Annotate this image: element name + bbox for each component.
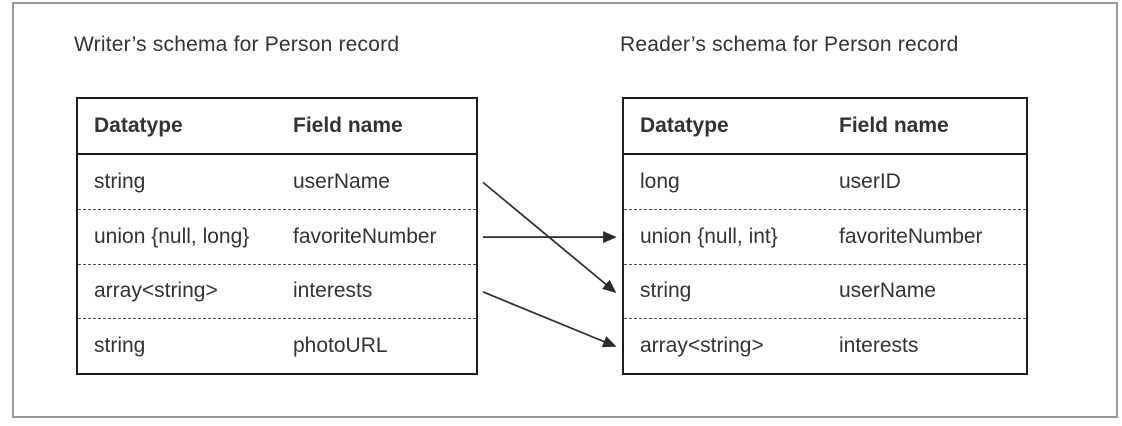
datatype-cell: union {null, int} [640, 224, 778, 248]
datatype-cell: string [94, 169, 146, 193]
table-row: string userName [624, 265, 1026, 320]
datatype-cell: union {null, long} [94, 224, 250, 248]
datatype-column-header: Datatype [94, 114, 183, 137]
field-name-cell: userName [839, 279, 936, 303]
datatype-cell: string [94, 334, 146, 358]
writer-table-header: Datatype Field name [78, 99, 476, 155]
datatype-cell: array<string> [640, 334, 764, 358]
table-row: union {null, long} favoriteNumber [78, 210, 476, 265]
writer-schema-title: Writer’s schema for Person record [74, 33, 400, 56]
field-name-column-header: Field name [293, 114, 403, 137]
field-name-column-header: Field name [839, 114, 949, 137]
field-name-cell: interests [293, 279, 373, 303]
table-row: union {null, int} favoriteNumber [624, 210, 1026, 265]
field-name-cell: favoriteNumber [293, 224, 437, 248]
datatype-cell: long [640, 169, 680, 193]
table-row: array<string> interests [624, 319, 1026, 373]
reader-schema-table: Datatype Field name long userID union {n… [622, 97, 1028, 375]
field-name-cell: photoURL [293, 334, 388, 358]
field-name-cell: interests [839, 334, 919, 358]
reader-table-header: Datatype Field name [624, 99, 1026, 155]
table-row: long userID [624, 155, 1026, 210]
datatype-cell: string [640, 279, 692, 303]
field-name-cell: userID [839, 169, 901, 193]
table-row: string photoURL [78, 319, 476, 373]
table-row: string userName [78, 155, 476, 210]
datatype-cell: array<string> [94, 279, 218, 303]
table-row: array<string> interests [78, 265, 476, 320]
reader-schema-title: Reader’s schema for Person record [620, 33, 959, 56]
field-name-cell: favoriteNumber [839, 224, 983, 248]
field-name-cell: userName [293, 169, 390, 193]
writer-schema-table: Datatype Field name string userName unio… [76, 97, 478, 375]
datatype-column-header: Datatype [640, 114, 729, 137]
